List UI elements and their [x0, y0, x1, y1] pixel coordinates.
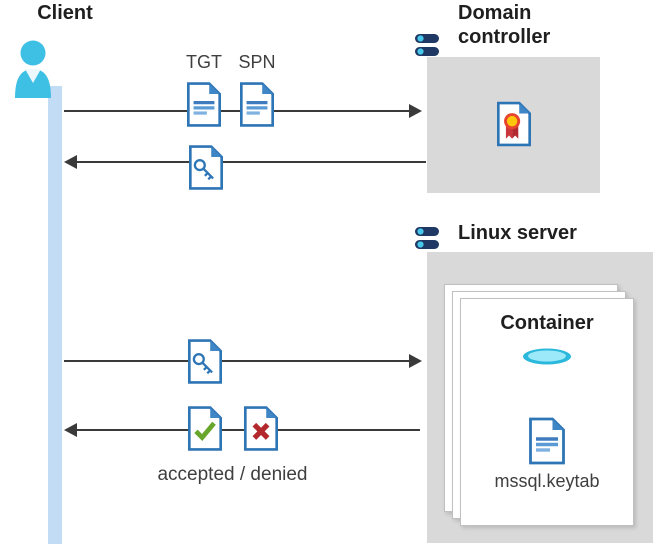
arrow-client-to-linux [64, 354, 422, 368]
keytab-file-label: mssql.keytab [494, 471, 600, 491]
sql-database-icon [520, 347, 574, 405]
linux-server-icon [408, 217, 446, 279]
client-computer-icon [12, 24, 108, 98]
denied-cross-document-icon [242, 405, 280, 452]
domain-controller-label: Domain controller [458, 2, 551, 48]
client-lifeline [48, 86, 62, 544]
spn-document-icon [238, 81, 276, 128]
arrow-container-to-client [64, 423, 420, 437]
certificate-document-icon [495, 99, 533, 149]
accepted-check-document-icon [186, 405, 224, 452]
domain-controller-server-icon [408, 24, 446, 86]
linux-server-label: Linux server [458, 222, 577, 244]
ticket-key-document-icon-top [187, 144, 225, 191]
keytab-document-icon [527, 416, 567, 466]
container-card-front: Container mssql.keytab [460, 298, 634, 526]
container-label: Container [500, 312, 594, 334]
spn-label: SPN [238, 52, 276, 72]
client-label: Client [37, 2, 93, 24]
tgt-label: TGT [186, 52, 222, 72]
accepted-denied-label: accepted / denied [157, 464, 308, 485]
tgt-document-icon [185, 81, 223, 128]
ticket-key-document-icon-bottom [186, 338, 224, 385]
arrow-dc-to-client [64, 155, 426, 169]
